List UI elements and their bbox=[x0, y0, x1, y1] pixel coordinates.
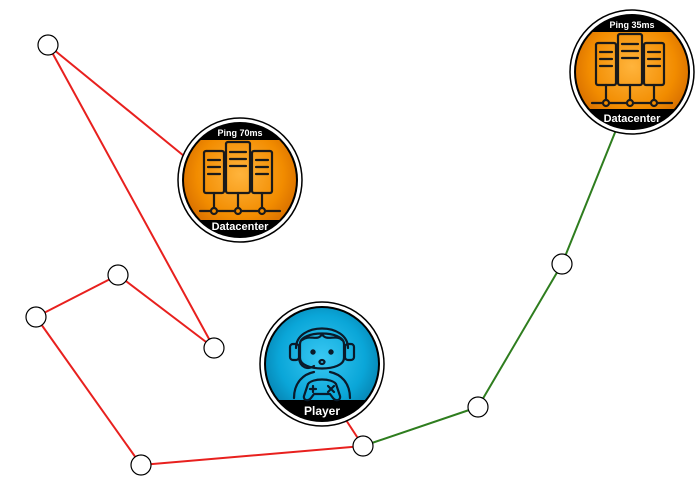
player-node[interactable]: Player bbox=[259, 301, 385, 427]
hop-node[interactable] bbox=[37, 34, 59, 56]
green-link bbox=[362, 406, 479, 447]
hop-node[interactable] bbox=[130, 454, 152, 476]
datacenter-label: Datacenter bbox=[604, 113, 662, 125]
red-link bbox=[35, 274, 119, 318]
red-link bbox=[117, 274, 215, 349]
server-rack-icon bbox=[590, 32, 674, 108]
server-rack-icon bbox=[198, 140, 282, 216]
ping-text: Ping 35ms bbox=[609, 20, 654, 30]
green-link bbox=[477, 263, 563, 408]
hop-node[interactable] bbox=[467, 396, 489, 418]
red-link bbox=[47, 44, 185, 157]
gamer-headset-icon bbox=[288, 327, 356, 402]
hop-node[interactable] bbox=[352, 435, 374, 457]
hop-node[interactable] bbox=[25, 306, 47, 328]
hop-node[interactable] bbox=[551, 253, 573, 275]
datacenter-node-near[interactable]: Ping 35ms Datacenter bbox=[569, 9, 695, 135]
datacenter-label: Datacenter bbox=[212, 221, 270, 233]
green-link bbox=[561, 129, 617, 265]
red-link bbox=[47, 44, 215, 349]
hop-nodes bbox=[25, 34, 573, 476]
red-route bbox=[35, 44, 364, 466]
datacenter-node-far[interactable]: Ping 70ms Datacenter bbox=[177, 117, 303, 243]
ping-text: Ping 70ms bbox=[217, 128, 262, 138]
red-link bbox=[35, 316, 142, 466]
hop-node[interactable] bbox=[107, 264, 129, 286]
green-route bbox=[362, 129, 617, 447]
hop-node[interactable] bbox=[203, 337, 225, 359]
red-link bbox=[140, 445, 364, 466]
player-label: Player bbox=[304, 404, 340, 418]
